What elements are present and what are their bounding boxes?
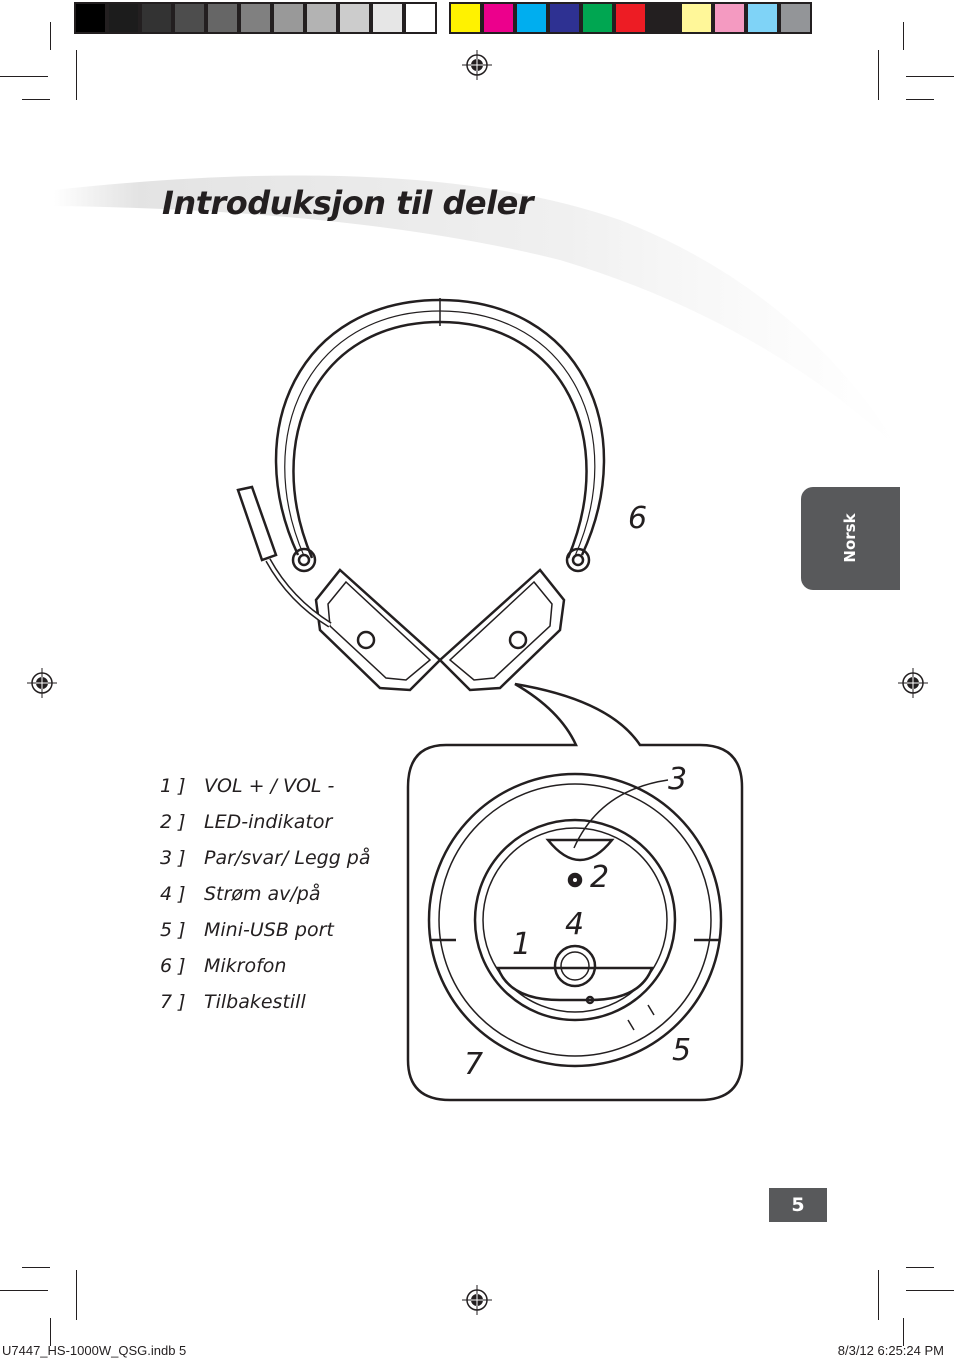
process-swatch (548, 2, 581, 34)
crop-mark (906, 1267, 934, 1268)
process-swatch (647, 2, 680, 34)
callout-number-6: 6 (628, 501, 648, 536)
gray-swatch (371, 2, 404, 34)
crop-mark (0, 76, 48, 77)
process-swatch (449, 2, 482, 34)
list-item: 6 ]Mikrofon (160, 955, 287, 977)
crop-mark (903, 22, 904, 50)
print-slug-file: U7447_HS-1000W_QSG.indb 5 (2, 1343, 187, 1358)
gray-swatch (305, 2, 338, 34)
callout-number-5: 5 (672, 1033, 692, 1068)
callout-number-1: 1 (512, 927, 532, 962)
gray-swatch (107, 2, 140, 34)
process-swatch (779, 2, 812, 34)
gray-swatch (74, 2, 107, 34)
gray-swatch (239, 2, 272, 34)
color-calibration-bar (74, 2, 812, 38)
process-swatch (482, 2, 515, 34)
parts-list: 1 ]VOL + / VOL - 2 ]LED-indikator 3 ]Par… (160, 770, 371, 1022)
crop-mark (878, 50, 879, 100)
process-swatch (746, 2, 779, 34)
page-number: 5 (769, 1188, 827, 1222)
callout-number-4: 4 (565, 907, 585, 942)
registration-mark-icon (462, 1285, 492, 1315)
process-swatch (713, 2, 746, 34)
process-swatch (581, 2, 614, 34)
crop-mark (906, 1290, 954, 1291)
crop-mark (50, 22, 51, 50)
list-item: 7 ]Tilbakestill (160, 991, 306, 1013)
gray-swatch (140, 2, 173, 34)
crop-mark (22, 1267, 50, 1268)
print-slug-date: 8/3/12 6:25:24 PM (837, 1343, 944, 1358)
callout-number-2: 2 (590, 860, 610, 895)
crop-mark (903, 1318, 904, 1346)
crop-mark (878, 1270, 879, 1320)
gray-swatch (206, 2, 239, 34)
crop-mark (906, 99, 934, 100)
gray-swatch (272, 2, 305, 34)
list-item: 3 ]Par/svar/ Legg på (160, 847, 371, 869)
language-tab (801, 487, 900, 590)
callout-number-7: 7 (464, 1047, 484, 1082)
list-item: 5 ]Mini-USB port (160, 919, 334, 941)
process-swatch (515, 2, 548, 34)
crop-mark (22, 99, 50, 100)
decorative-swoosh (54, 175, 900, 451)
gray-swatch (173, 2, 206, 34)
list-item: 2 ]LED-indikator (160, 811, 333, 833)
list-item: 1 ]VOL + / VOL - (160, 775, 335, 797)
crop-mark (76, 1270, 77, 1320)
page-title: Introduksjon til deler (162, 184, 534, 222)
registration-mark-icon (27, 668, 57, 698)
registration-mark-icon (462, 50, 492, 80)
gray-swatch (338, 2, 371, 34)
registration-mark-icon (898, 668, 928, 698)
callout-number-3: 3 (668, 762, 688, 797)
crop-mark (906, 76, 954, 77)
crop-mark (0, 1290, 48, 1291)
list-item: 4 ]Strøm av/på (160, 883, 321, 905)
process-swatch (614, 2, 647, 34)
process-swatch (680, 2, 713, 34)
gray-swatch (404, 2, 437, 34)
crop-mark (76, 50, 77, 100)
crop-mark (50, 1318, 51, 1346)
